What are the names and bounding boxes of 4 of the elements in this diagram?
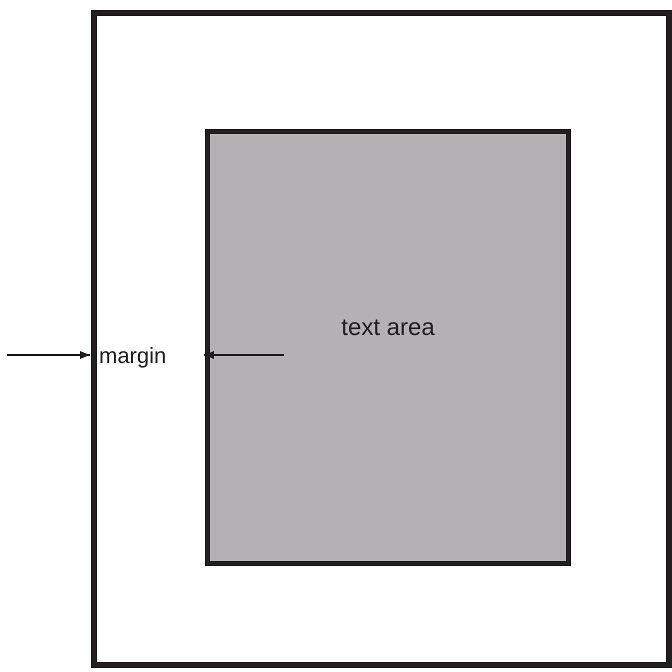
area-label: text area	[341, 314, 435, 342]
page-outline	[91, 10, 672, 668]
margin-label: margin	[99, 345, 166, 367]
text-area-box	[205, 129, 571, 566]
